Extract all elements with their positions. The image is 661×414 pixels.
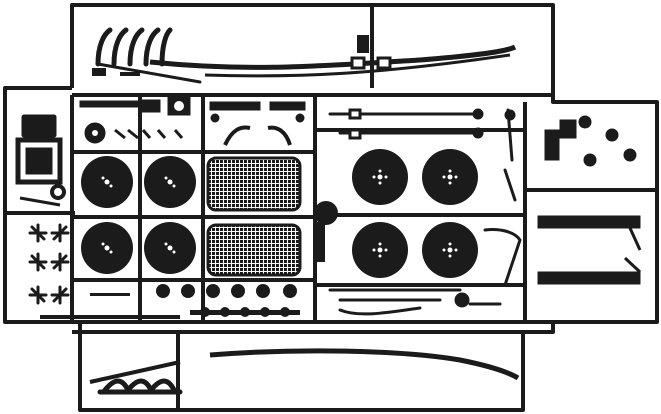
upper-small-parts [92,35,392,76]
rods-and-levers [328,108,522,316]
lower-exhaust-manifold [97,378,183,395]
wheels-right [352,149,478,278]
left-star-parts [28,223,70,305]
right-brackets [537,115,642,285]
left-column-parts [15,114,66,207]
outer-runners [3,3,659,412]
exhaust-pipes [95,27,202,84]
linkage-parts [79,96,306,146]
mesh-grilles [206,156,302,277]
lower-chassis-rail [89,348,520,384]
center-hub [314,201,338,262]
small-discs-row [40,284,300,319]
upper-chassis-rail [149,44,517,78]
wheels-left [81,156,196,274]
